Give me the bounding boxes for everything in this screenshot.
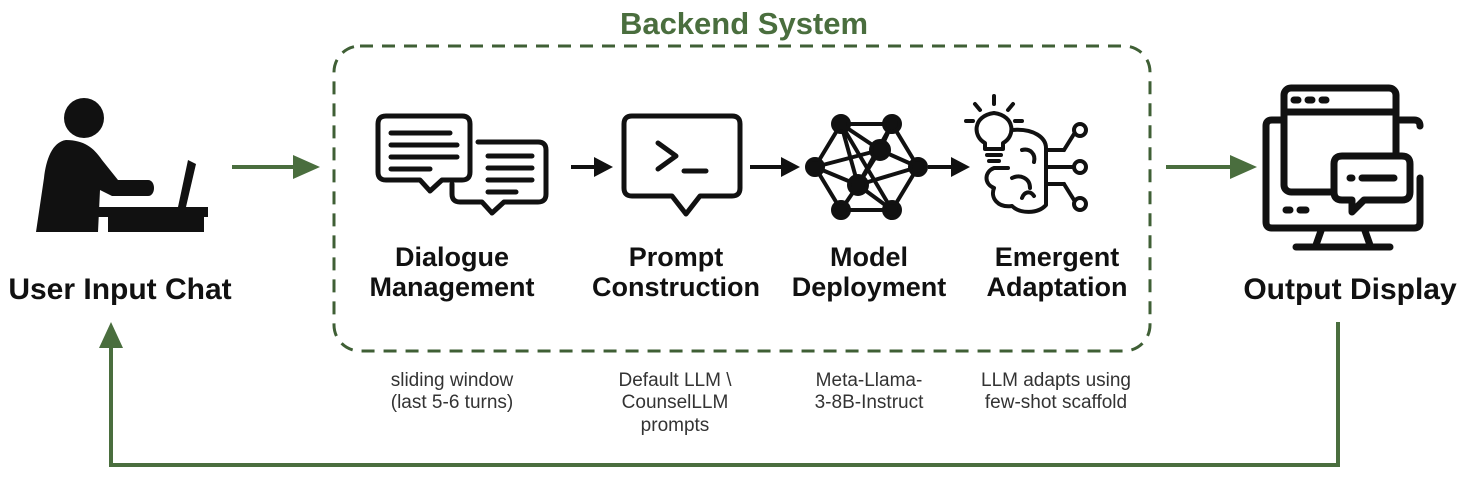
step-emergent-label: Emergent Adaptation: [964, 242, 1150, 302]
arrow-backend-to-output: [1166, 155, 1257, 179]
step-emergent-line1: Emergent: [994, 242, 1120, 272]
brain-lightbulb-icon: [964, 94, 1088, 214]
step-emergent-note: LLM adapts using few-shot scaffold: [956, 370, 1156, 415]
step-emergent-note-line2: few-shot scaffold: [984, 392, 1128, 414]
step-prompt-note: Default LLM \ CounselLLM prompts: [582, 370, 768, 437]
step-model-label: Model Deployment: [774, 242, 964, 302]
arrow-step2-to-step3: [750, 157, 800, 177]
step-dialogue-line1: Dialogue: [394, 242, 509, 272]
chat-bubbles-icon: [375, 113, 549, 216]
step-model-note-line1: Meta-Llama-: [815, 370, 923, 391]
step-prompt-line1: Prompt: [628, 242, 724, 272]
user-input-label: User Input Chat: [8, 273, 232, 306]
step-model-note-line2: 3-8B-Instruct: [814, 392, 924, 414]
step-prompt-line2: Construction: [592, 272, 760, 303]
arrow-step1-to-step2: [571, 157, 613, 177]
step-model-note: Meta-Llama- 3-8B-Instruct: [784, 370, 954, 415]
step-prompt-note-line1: Default LLM \: [618, 370, 732, 391]
step-dialogue-note-line1: sliding window: [390, 370, 514, 391]
backend-title: Backend System: [619, 6, 869, 41]
step-emergent-note-line1: LLM adapts using: [981, 370, 1131, 391]
step-dialogue-line2: Management: [369, 272, 535, 303]
step-prompt-note-line3: prompts: [640, 414, 710, 436]
arrow-user-to-backend: [232, 155, 320, 179]
step-model-line1: Model: [830, 242, 908, 272]
backend-box: [332, 44, 1152, 353]
terminal-prompt-icon: [621, 113, 743, 217]
step-prompt-note-line2: CounselLLM: [621, 392, 729, 414]
step-dialogue-label: Dialogue Management: [352, 242, 552, 302]
network-graph-icon: [805, 114, 928, 220]
output-display-label: Output Display: [1243, 273, 1457, 306]
step-prompt-label: Prompt Construction: [578, 242, 774, 302]
step-emergent-line2: Adaptation: [986, 272, 1128, 303]
feedback-loop-arrow: [99, 322, 1340, 467]
step-model-line2: Deployment: [791, 272, 947, 303]
step-dialogue-note: sliding window (last 5-6 turns): [352, 370, 552, 415]
monitor-with-chat-icon: [1262, 84, 1424, 251]
person-at-laptop-icon: [36, 98, 208, 232]
step-dialogue-note-line2: (last 5-6 turns): [390, 392, 514, 414]
arrow-step3-to-step4: [928, 157, 970, 177]
